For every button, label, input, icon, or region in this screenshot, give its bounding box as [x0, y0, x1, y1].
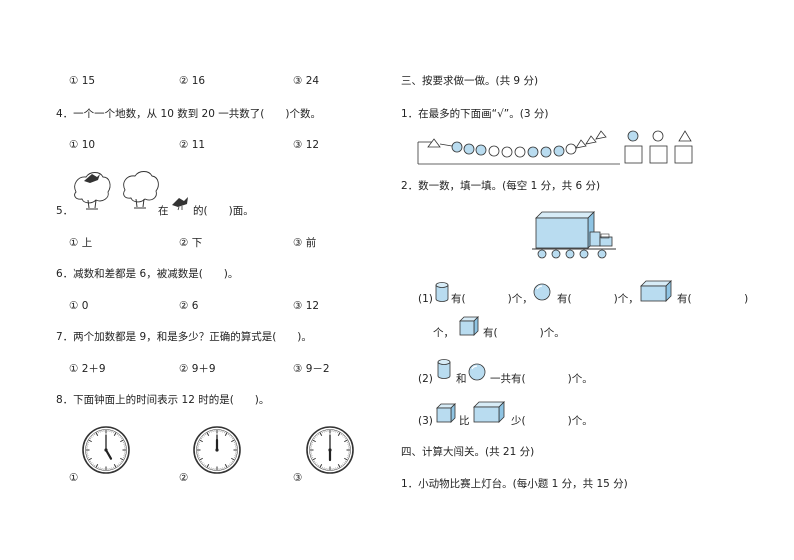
q3-option-3: ③ 24	[293, 75, 320, 87]
q8-text: 8．下面钟面上的时间表示 12 时的是( )。	[56, 394, 270, 406]
q7-option-2: ② 9＋9	[179, 363, 216, 375]
row2-label: (2)	[418, 373, 433, 385]
q4-option-3: ③ 12	[293, 139, 320, 151]
q5-text-at: 在	[158, 205, 169, 217]
row3-than: 比	[459, 415, 470, 427]
cylinder-icon	[437, 359, 451, 379]
row1-cube-blank: 有( )个。	[483, 327, 565, 339]
cylinder-icon	[435, 282, 449, 302]
section-4-heading: 四、计算大闯关。(共 21 分)	[401, 446, 535, 458]
q5-option-3: ③ 前	[293, 237, 317, 249]
q7-text: 7．两个加数都是 9，和是多少？正确的算式是( )。	[56, 331, 312, 343]
bead-string-illustration	[417, 128, 698, 168]
row1-cylinder-blank: 有( )个，	[451, 293, 533, 305]
q4-option-1: ① 10	[69, 139, 96, 151]
clock-face-2	[192, 425, 242, 475]
q8-option-3: ③	[293, 472, 303, 484]
r-q2-text: 2．数一数，填一填。(每空 1 分，共 6 分)	[401, 180, 601, 192]
row3-less-blank: 少( )个。	[511, 415, 593, 427]
q7-option-1: ① 2＋9	[69, 363, 106, 375]
q5-number: 5．	[56, 205, 74, 217]
trees-with-bird-illustration	[70, 168, 160, 216]
row3-label: (3)	[418, 415, 433, 427]
q5-option-1: ① 上	[69, 237, 93, 249]
q8-option-2: ②	[179, 472, 189, 484]
row2-total-blank: 一共有( )个。	[490, 373, 593, 385]
row1-cuboid-blank: 有( )	[677, 293, 749, 305]
q6-text: 6．减数和差都是 6，被减数是( )。	[56, 268, 239, 280]
q4-text: 4．一个一个地数，从 10 数到 20 一共数了( )个数。	[56, 108, 321, 120]
cuboid-icon	[473, 401, 505, 423]
q5-option-2: ② 下	[179, 237, 203, 249]
section-3-heading: 三、按要求做一做。(共 9 分)	[401, 75, 539, 87]
row1-label: (1)	[418, 293, 433, 305]
sphere-icon	[533, 283, 551, 301]
clock-face-1	[81, 425, 131, 475]
row1-sphere-blank: 有( )个，	[557, 293, 639, 305]
row1-cuboid-unit: 个，	[433, 327, 454, 339]
q8-option-1: ①	[69, 472, 79, 484]
q6-option-3: ③ 12	[293, 300, 320, 312]
cuboid-icon	[640, 280, 672, 302]
q6-option-1: ① 0	[69, 300, 89, 312]
q4-option-2: ② 11	[179, 139, 206, 151]
sphere-icon	[468, 363, 486, 381]
row2-and: 和	[456, 373, 467, 385]
q6-option-2: ② 6	[179, 300, 199, 312]
q3-option-2: ② 16	[179, 75, 206, 87]
bird-icon	[170, 195, 192, 211]
cube-icon	[459, 316, 479, 336]
q5-text-end: 的( )面。	[193, 205, 254, 217]
r-q1-text: 1．在最多的下面画“√”。(3 分)	[401, 108, 549, 120]
cube-icon	[436, 403, 456, 423]
truck-illustration	[528, 208, 620, 262]
q3-option-1: ① 15	[69, 75, 96, 87]
r-q4-1-text: 1．小动物比赛上灯台。(每小题 1 分，共 15 分)	[401, 478, 628, 490]
q7-option-3: ③ 9－2	[293, 363, 330, 375]
clock-face-3	[305, 425, 355, 475]
